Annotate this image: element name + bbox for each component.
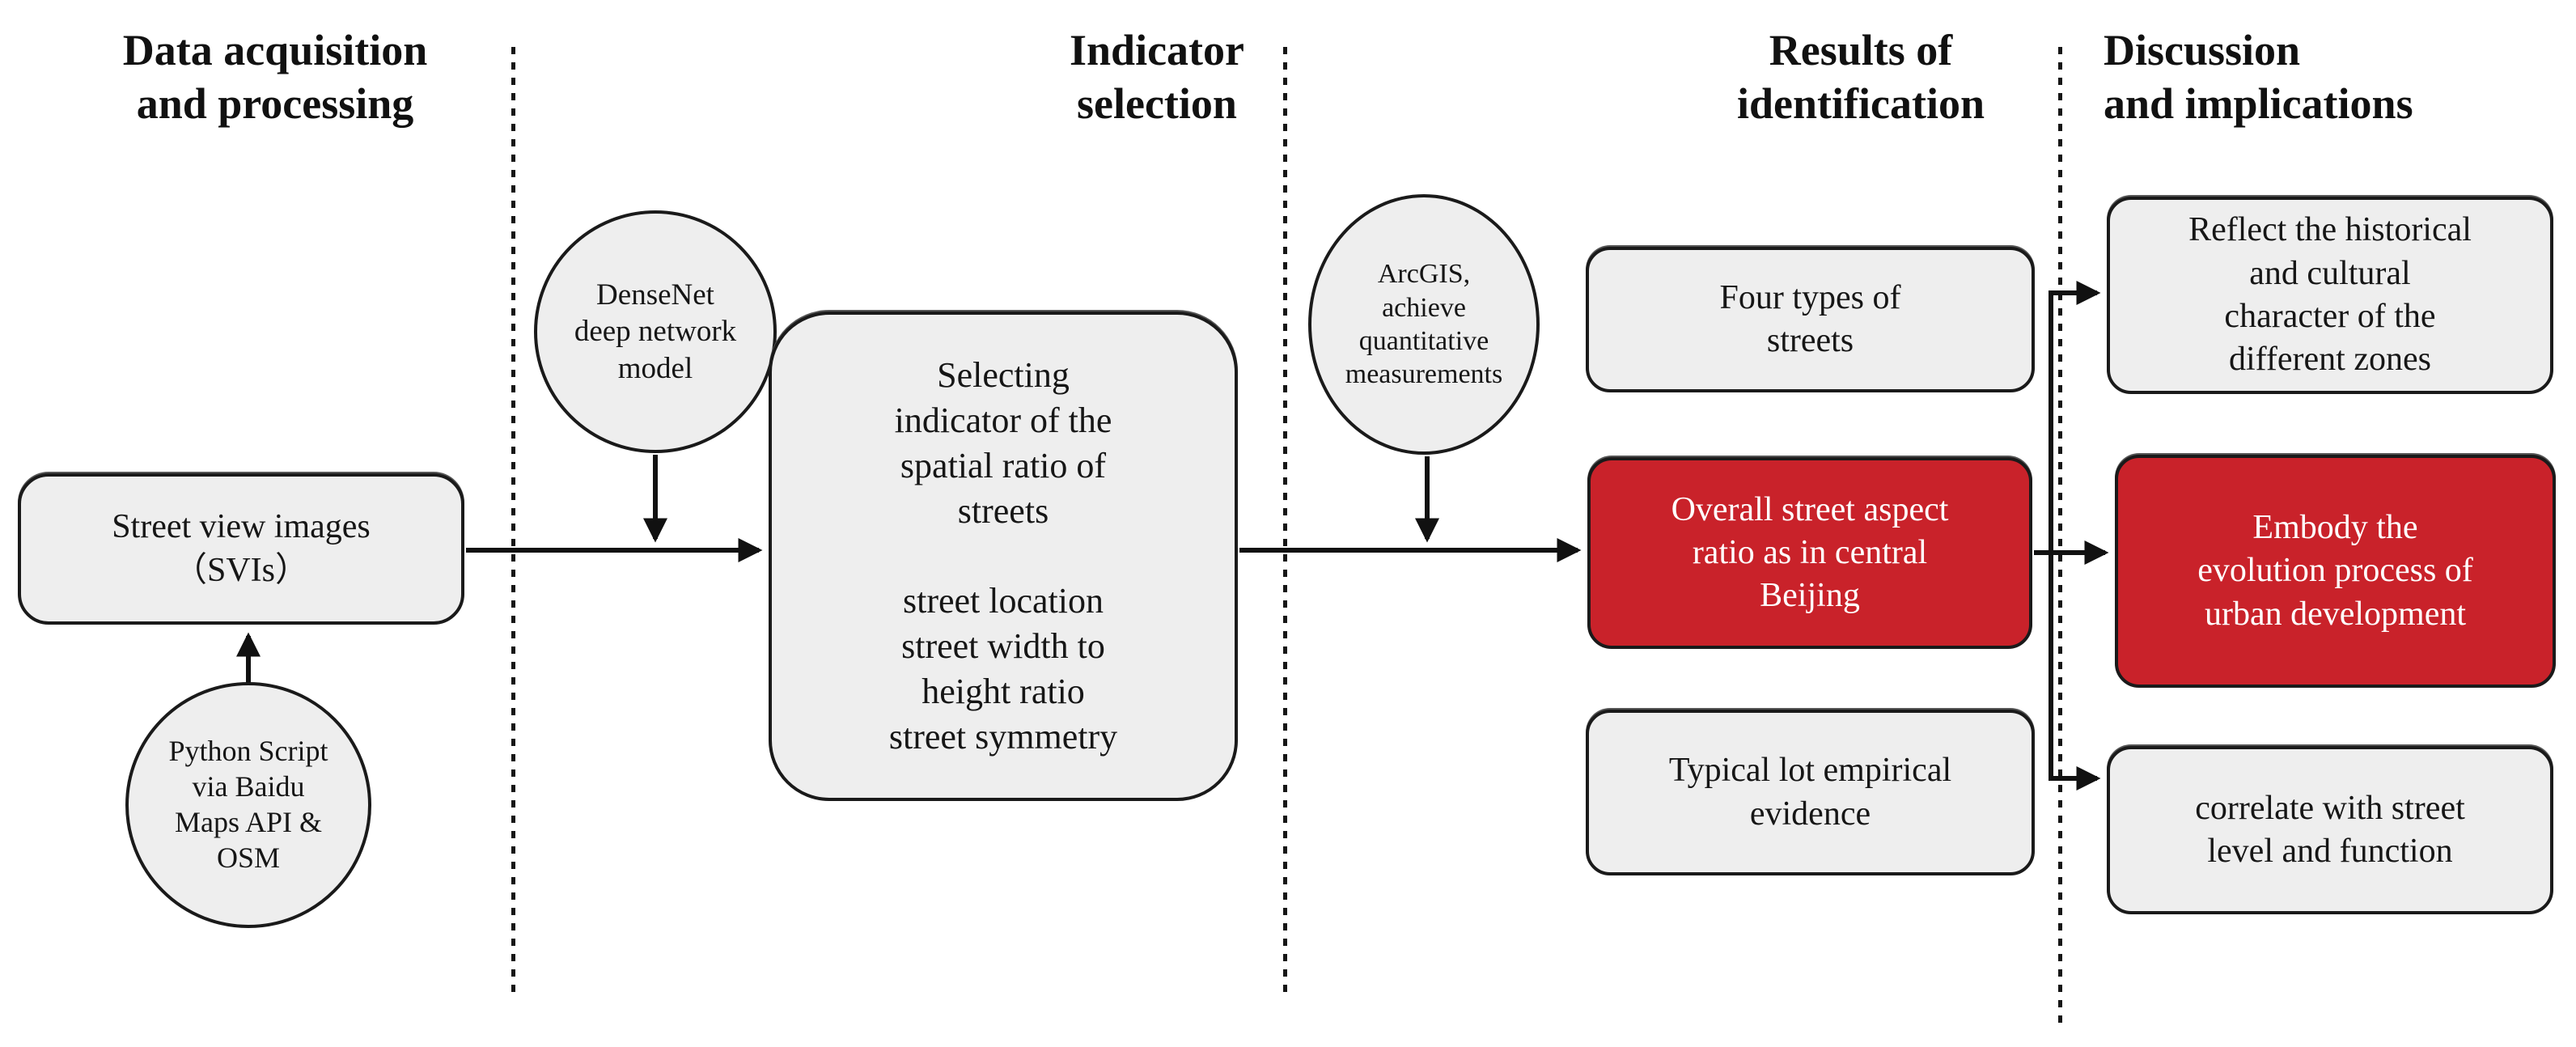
node-typical-lot-empirical-evidence: Typical lot empirical evidence: [1586, 710, 2035, 875]
node-four-types-of-streets: Four types of streets: [1586, 247, 2035, 392]
node-python-script: Python Script via Baidu Maps API & OSM: [125, 682, 371, 928]
column-header-data-acquisition: Data acquisition and processing: [122, 26, 428, 128]
column-divider-3: [2058, 47, 2062, 1028]
node-embody-evolution-process: Embody the evolution process of urban de…: [2115, 455, 2556, 688]
node-selecting-indicator: Selecting indicator of the spatial ratio…: [769, 312, 1238, 801]
node-densenet-model: DenseNet deep network model: [534, 210, 777, 453]
node-arcgis-measurements: ArcGIS, achieve quantitative measurement…: [1308, 194, 1540, 455]
node-street-view-images: Street view images （SVIs）: [18, 473, 464, 625]
node-reflect-historical-cultural: Reflect the historical and cultural char…: [2107, 197, 2553, 394]
column-header-discussion-implications: Discussion and implications: [2104, 26, 2413, 128]
column-header-indicator-selection: Indicator selection: [1070, 26, 1244, 128]
column-header-results-identification: Results of identification: [1737, 26, 1985, 128]
column-divider-1: [511, 47, 515, 994]
node-correlate-street-level: correlate with street level and function: [2107, 746, 2553, 914]
column-divider-2: [1283, 47, 1287, 994]
node-overall-street-aspect-ratio: Overall street aspect ratio as in centra…: [1587, 457, 2032, 649]
